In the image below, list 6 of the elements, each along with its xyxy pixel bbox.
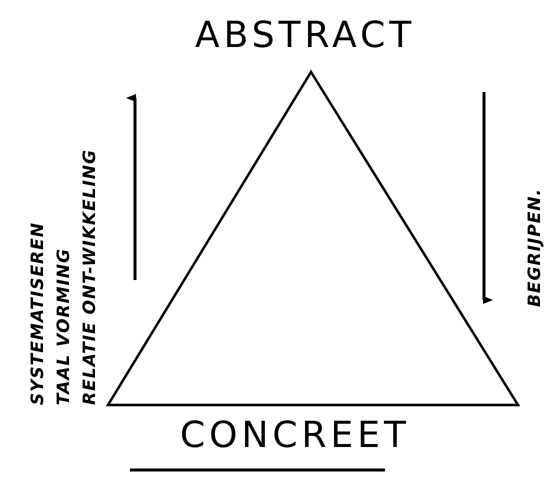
- heading: CONCREET: [180, 418, 410, 454]
- axis-label: RELATIE ONT-WIKKELING: [82, 149, 99, 405]
- axis-label: TAAL VORMING: [56, 248, 73, 405]
- axis-label: SYSTEMATISEREN: [30, 222, 47, 405]
- heading: ABSTRACT: [195, 18, 416, 54]
- axis-label: BEGRIJPEN.: [527, 188, 544, 307]
